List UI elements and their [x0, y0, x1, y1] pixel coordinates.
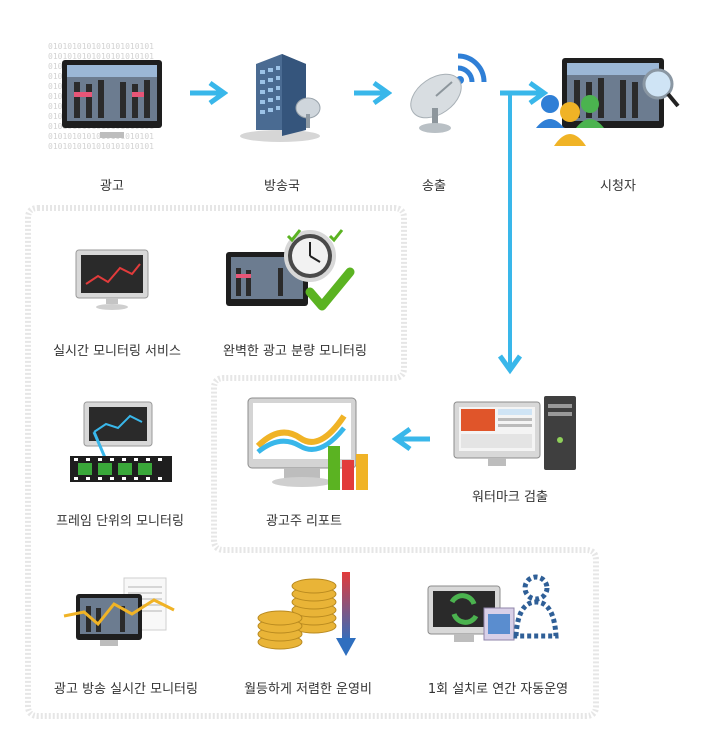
arrow-left-icon	[392, 426, 430, 452]
binary-line-2: 0101010101010101010101	[48, 52, 154, 61]
arrow-right-icon	[354, 80, 392, 106]
arrow-right-icon	[190, 80, 228, 106]
realtime-monitor-icon	[75, 249, 149, 310]
flow-arrow-icon	[497, 80, 549, 375]
label-one-install: 1회 설치로 연간 자동운영	[427, 682, 569, 697]
label-realtime-service: 실시간 모니터링 서비스	[53, 344, 181, 359]
label-complete-monitoring: 완벽한 광고 분량 모니터링	[223, 344, 367, 359]
broadcast-realtime-icon	[63, 577, 175, 646]
watermark-pc-icon	[453, 396, 576, 470]
ad-monitor-icon	[62, 60, 162, 138]
viewer-monitor-icon	[536, 58, 680, 146]
broadcast-building-icon	[240, 54, 321, 142]
auto-operation-icon	[427, 574, 559, 642]
frame-monitor-icon	[70, 401, 172, 482]
binary-line-1: 0101010101010101010101	[48, 42, 154, 51]
label-watermark-detection: 워터마크 검출	[472, 490, 548, 505]
binary-line-11: 0101010101010101010101	[48, 142, 154, 151]
label-frame-monitoring: 프레임 단위의 모니터링	[56, 514, 184, 529]
advertiser-report-icon	[247, 397, 368, 490]
label-broadcaster: 방송국	[264, 179, 300, 194]
label-monthly-cost: 월등하게 저렴한 운영비	[244, 682, 372, 697]
label-transmission: 송출	[422, 179, 446, 194]
label-advertiser-report: 광고주 리포트	[266, 514, 342, 529]
satellite-dish-icon	[410, 53, 487, 133]
label-broadcast-realtime: 광고 방송 실시간 모니터링	[54, 682, 198, 697]
complete-monitor-clock-icon	[226, 229, 355, 311]
label-viewer: 시청자	[600, 179, 636, 194]
label-ad: 광고	[100, 179, 124, 194]
coins-cost-icon	[257, 572, 356, 656]
